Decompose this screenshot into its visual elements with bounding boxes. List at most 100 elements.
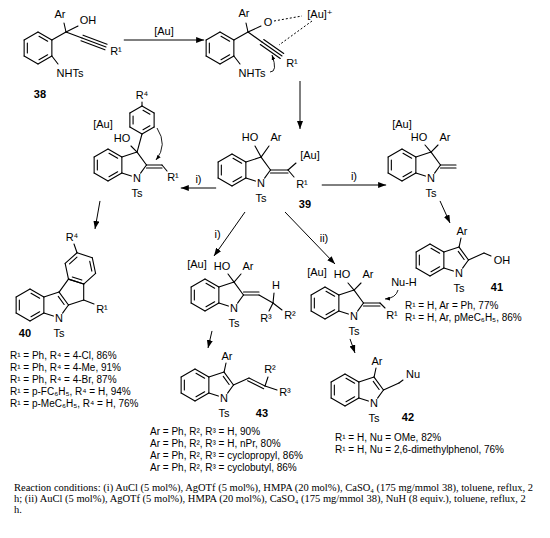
atom-label: [Au]⁺ xyxy=(307,8,332,21)
atom-label: R¹ xyxy=(110,45,122,57)
bond-line xyxy=(262,42,282,56)
atom-label: R³ xyxy=(279,386,291,398)
atom-label: O xyxy=(264,16,273,28)
structure-node: ArR²R³NTs43 xyxy=(179,348,293,421)
bond-line xyxy=(131,146,137,152)
bond-line xyxy=(27,43,28,53)
structure-node: [Au]R⁴HOR¹NTs xyxy=(91,87,181,201)
bond-line xyxy=(374,368,376,377)
yield-entry: R¹ = H, Nu = OMe, 82% xyxy=(335,432,441,443)
bond-line xyxy=(68,300,83,305)
bond-line xyxy=(416,252,417,268)
dashed-bond xyxy=(279,21,312,45)
atom-label: Ts xyxy=(229,317,240,329)
bond-line xyxy=(191,287,192,303)
bond-line xyxy=(181,393,195,401)
structure-node: [Au]HOArHR³R²NTs xyxy=(185,256,298,331)
condition-label: [Au] xyxy=(153,25,175,37)
bond-line xyxy=(65,253,77,264)
bond-line xyxy=(221,36,230,41)
bond-line xyxy=(219,282,234,287)
bond-line xyxy=(206,56,220,64)
bond-line xyxy=(403,153,412,158)
bond-line xyxy=(143,110,150,114)
atom-label: Ts xyxy=(426,187,437,199)
bond-line xyxy=(431,152,440,165)
bond-line xyxy=(273,303,282,310)
structure-node: [Au]HOArNTs xyxy=(386,116,458,201)
bond-line xyxy=(83,284,84,300)
bond-line xyxy=(181,377,182,393)
bond-line xyxy=(416,244,430,252)
bond-line xyxy=(224,372,233,385)
atom-label: [Au] xyxy=(307,266,327,278)
bond-line xyxy=(195,393,209,401)
bond-line xyxy=(346,397,355,402)
structure-node: ArO[Au]⁺R¹NHTs xyxy=(204,5,335,81)
bond-line xyxy=(288,170,294,177)
atom-label: N xyxy=(230,302,238,314)
structure-node: [Au]HOArR¹Nu-HNTs xyxy=(305,264,419,339)
bond-line xyxy=(234,282,243,295)
bond-line xyxy=(391,160,392,170)
bond-line xyxy=(264,40,284,54)
bond-line xyxy=(228,385,234,393)
bond-line xyxy=(374,377,383,390)
bond-line xyxy=(97,160,98,170)
bond-line xyxy=(206,40,207,56)
yield-entry: R¹ = H, Ar, pMeC₆H₅, 86% xyxy=(405,312,522,323)
reaction-arrow xyxy=(95,201,100,229)
bond-line xyxy=(311,287,325,295)
bond-line xyxy=(130,106,142,113)
bond-line xyxy=(345,398,359,406)
bond-line xyxy=(348,283,354,290)
bond-line xyxy=(380,303,385,308)
bond-line xyxy=(72,277,82,280)
bond-line xyxy=(403,172,412,177)
bond-line xyxy=(444,268,454,271)
bond-line xyxy=(363,302,380,303)
condition-label: i) xyxy=(350,170,358,182)
bond-line xyxy=(234,56,240,64)
atom-label: HO xyxy=(334,268,351,280)
bond-line xyxy=(243,291,259,292)
bond-line xyxy=(19,300,20,310)
bond-line xyxy=(459,247,468,260)
compound-number: 38 xyxy=(34,88,46,100)
compound-number: 43 xyxy=(256,407,268,419)
reaction-arrow xyxy=(350,339,355,353)
bond-line xyxy=(44,313,54,316)
bond-line xyxy=(39,36,48,41)
atom-label: [Au] xyxy=(300,149,320,161)
bond-line xyxy=(52,56,58,64)
yield-entry: Ar = Ph, R², R³ = H, 90% xyxy=(150,426,260,437)
bond-line xyxy=(265,386,277,390)
bond-line xyxy=(431,267,440,272)
atom-label: N xyxy=(350,310,358,322)
bond-line xyxy=(137,152,146,165)
bond-line xyxy=(122,152,137,157)
bond-line xyxy=(31,293,40,298)
bond-line xyxy=(325,311,339,319)
bond-line xyxy=(248,32,262,42)
bond-line xyxy=(234,274,241,282)
bond-line xyxy=(273,293,274,303)
bond-line xyxy=(220,56,234,64)
bond-line xyxy=(431,248,440,253)
bond-line xyxy=(261,146,269,157)
atom-label: Ar xyxy=(242,260,253,272)
bond-line xyxy=(108,149,122,157)
bond-line xyxy=(388,157,389,173)
bond-line xyxy=(218,162,219,178)
bond-line xyxy=(419,255,420,265)
yield-entry: R¹ = Ph, R⁴ = 4-Me, 91% xyxy=(10,362,121,373)
atom-label: [Au] xyxy=(187,258,207,270)
bond-line xyxy=(331,382,332,398)
atom-label: R² xyxy=(264,363,276,375)
bond-line xyxy=(24,56,38,64)
bond-line xyxy=(16,289,30,297)
bond-line xyxy=(205,303,219,311)
bond-line xyxy=(233,158,242,163)
bond-line xyxy=(359,398,369,401)
bond-line xyxy=(206,283,215,288)
